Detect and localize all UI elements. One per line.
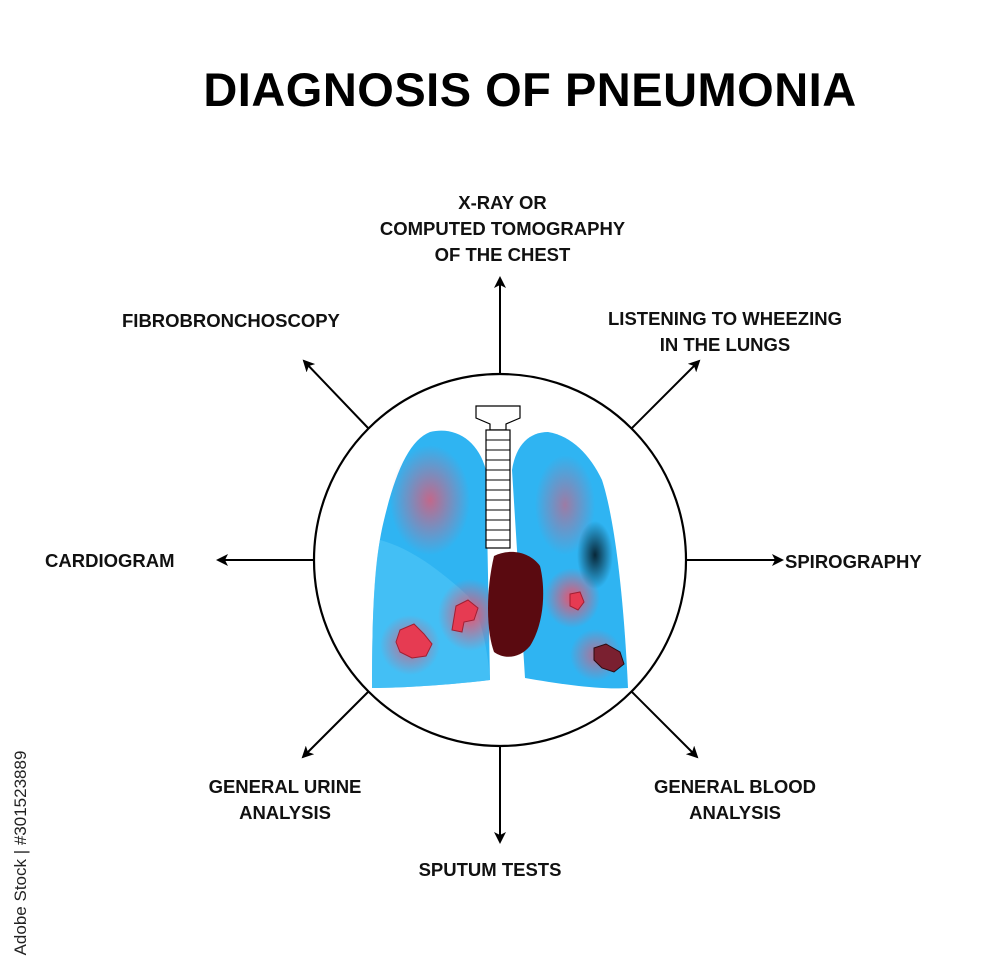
label-blood-analysis: GENERAL BLOOD ANALYSIS	[653, 776, 817, 823]
label-fibrobronchoscopy: FIBROBRONCHOSCOPY	[122, 310, 340, 331]
label-xray-ct: X-RAY OR COMPUTED TOMOGRAPHY OF THE CHES…	[379, 192, 626, 265]
arrow-up-right	[630, 359, 701, 430]
label-sputum-tests: SPUTUM TESTS	[418, 859, 562, 880]
page-title: DIAGNOSIS OF PNEUMONIA	[203, 63, 857, 116]
stock-watermark-text: Adobe Stock | #301523889	[11, 750, 30, 956]
arrow-down-left	[301, 690, 370, 759]
label-spirography: SPIROGRAPHY	[785, 551, 922, 572]
label-cardiogram: CARDIOGRAM	[45, 550, 175, 571]
inflammation-zone	[390, 445, 470, 555]
heart	[488, 551, 544, 657]
lesion	[593, 643, 625, 673]
lesion	[451, 599, 479, 633]
lesion	[569, 591, 585, 611]
inflammation-zone	[535, 455, 595, 555]
stock-watermark: Adobe Stock | #301523889	[8, 738, 34, 968]
lesion	[395, 623, 433, 659]
arrow-up-left	[302, 359, 370, 430]
label-listening-wheezing: LISTENING TO WHEEZING IN THE LUNGS	[608, 308, 842, 355]
dark-opacity-spot	[577, 521, 613, 589]
label-urine-analysis: GENERAL URINE ANALYSIS	[208, 776, 362, 823]
arrow-down-right	[630, 690, 699, 759]
